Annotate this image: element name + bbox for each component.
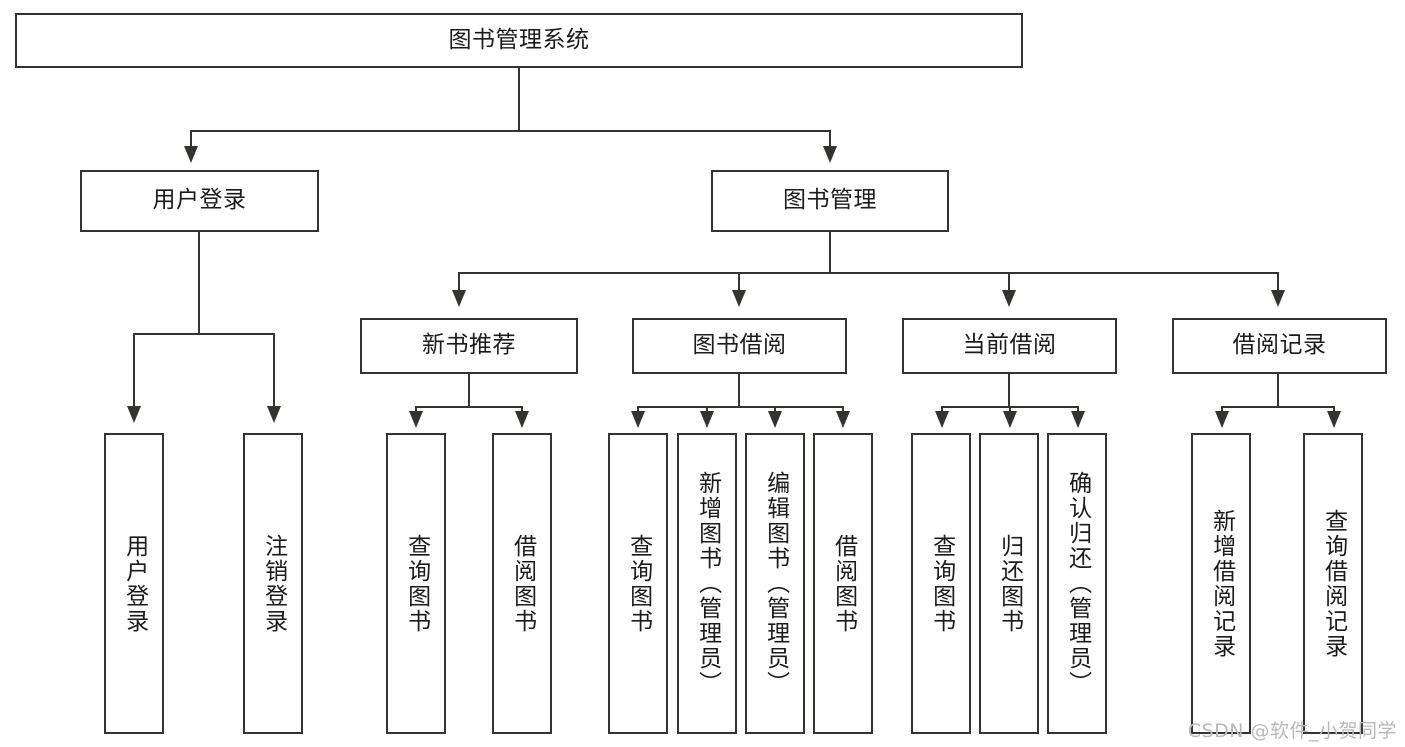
arrow-book-mgmt-to-borrow [732,290,746,307]
edge-root-bar [190,130,830,132]
node-current-borrow[interactable]: 当前借阅 [902,318,1117,374]
leaf-user-login[interactable]: 用户登录 [104,433,164,734]
arrow-root-to-user-login [184,146,198,163]
node-label: 新增借阅记录 [1208,508,1235,659]
arrow-book-mgmt-to-record [1271,290,1285,307]
node-label: 图书借阅 [692,332,787,359]
node-label: 用户登录 [121,533,148,634]
arrow-new-book-to-leaf-2 [515,411,529,428]
edge-borrow-record-to-leaf-1 [1221,406,1223,413]
arrow-book-borrow-to-leaf-3 [768,411,782,428]
leaf-record-query[interactable]: 查询借阅记录 [1303,433,1363,734]
arrow-book-borrow-to-leaf-1 [631,411,645,428]
node-label: 归还图书 [996,533,1023,634]
node-label: 图书管理 [783,187,877,214]
node-label: 查询图书 [928,533,955,634]
node-label: 借阅记录 [1232,332,1327,359]
node-label: 确认归还（管理员） [1064,471,1091,696]
leaf-record-add[interactable]: 新增借阅记录 [1191,433,1251,734]
node-borrow-record[interactable]: 借阅记录 [1172,318,1387,374]
node-root-system[interactable]: 图书管理系统 [15,13,1023,68]
edge-book-mgmt-to-new-book [458,272,460,292]
arrow-borrow-record-to-leaf-1 [1215,411,1229,428]
arrow-user-login-to-leaf-2 [267,406,281,423]
edge-borrow-record-to-leaf-2 [1333,406,1335,413]
leaf-borrow-borrow-book[interactable]: 借阅图书 [813,433,873,734]
edge-new-book-to-leaf-1 [415,406,417,413]
edge-book-borrow-to-leaf-2 [706,406,708,413]
edge-user-login-to-leaf-2 [273,333,275,408]
node-label: 注销登录 [260,533,287,634]
arrow-new-book-to-leaf-1 [409,411,423,428]
leaf-current-return-book[interactable]: 归还图书 [979,433,1039,734]
node-label: 借阅图书 [830,533,857,634]
arrow-root-to-book-mgmt [823,146,837,163]
node-label: 编辑图书（管理员） [762,471,789,696]
arrow-user-login-to-leaf-1 [127,406,141,423]
node-label: 新书推荐 [422,332,516,359]
leaf-new-book-borrow[interactable]: 借阅图书 [492,433,552,734]
edge-current-borrow-to-leaf-2 [1009,406,1011,413]
node-label: 用户登录 [152,187,247,214]
edge-book-borrow-stem [738,374,740,407]
edge-new-book-stem [468,374,470,407]
edge-book-borrow-to-leaf-4 [842,406,844,413]
arrow-book-borrow-to-leaf-4 [836,411,850,428]
edge-book-mgmt-to-record [1277,272,1279,292]
edge-book-mgmt-to-borrow [738,272,740,292]
leaf-new-book-query[interactable]: 查询图书 [386,433,446,734]
leaf-user-logout[interactable]: 注销登录 [243,433,303,734]
arrow-borrow-record-to-leaf-2 [1327,411,1341,428]
edge-borrow-record-bar [1221,406,1335,408]
leaf-borrow-add-book[interactable]: 新增图书（管理员） [677,433,737,734]
edge-book-mgmt-stem [829,232,831,273]
arrow-book-borrow-to-leaf-2 [700,411,714,428]
node-label: 图书管理系统 [448,26,590,53]
arrow-book-mgmt-to-current [1002,290,1016,307]
arrow-current-borrow-to-leaf-1 [935,411,949,428]
leaf-borrow-query-book[interactable]: 查询图书 [608,433,668,734]
edge-current-borrow-to-leaf-3 [1077,406,1079,413]
edge-current-borrow-stem [1008,374,1010,407]
arrow-current-borrow-to-leaf-2 [1003,411,1017,428]
arrow-current-borrow-to-leaf-3 [1071,411,1085,428]
edge-current-borrow-to-leaf-1 [941,406,943,413]
edge-user-login-bar [133,333,275,335]
node-label: 当前借阅 [962,332,1057,359]
node-label: 借阅图书 [509,533,536,634]
leaf-borrow-edit-book[interactable]: 编辑图书（管理员） [745,433,805,734]
node-label: 查询图书 [403,533,430,634]
node-book-management[interactable]: 图书管理 [711,170,949,232]
edge-book-mgmt-bar [458,272,1279,274]
edge-book-borrow-bar [637,406,843,408]
edge-user-login-stem [198,232,200,333]
node-book-borrow[interactable]: 图书借阅 [632,318,847,374]
node-user-login[interactable]: 用户登录 [80,170,319,232]
node-label: 查询图书 [625,533,652,634]
edge-book-borrow-to-leaf-1 [637,406,639,413]
node-label: 查询借阅记录 [1320,508,1347,659]
arrow-book-mgmt-to-new-book [452,290,466,307]
node-new-book-recommend[interactable]: 新书推荐 [360,318,578,374]
edge-new-book-to-leaf-2 [521,406,523,413]
edge-book-borrow-to-leaf-3 [774,406,776,413]
edge-root-stem [518,68,520,130]
edge-borrow-record-stem [1277,374,1279,407]
leaf-current-confirm-return[interactable]: 确认归还（管理员） [1047,433,1107,734]
edge-root-to-user-login [190,130,192,148]
edge-root-to-book-mgmt [829,130,831,148]
watermark-text: CSDN @软件_小贺同学 [1187,720,1397,742]
edge-book-mgmt-to-current [1008,272,1010,292]
leaf-current-query-book[interactable]: 查询图书 [911,433,971,734]
node-label: 新增图书（管理员） [694,471,721,696]
edge-new-book-bar [415,406,523,408]
edge-user-login-to-leaf-1 [133,333,135,408]
